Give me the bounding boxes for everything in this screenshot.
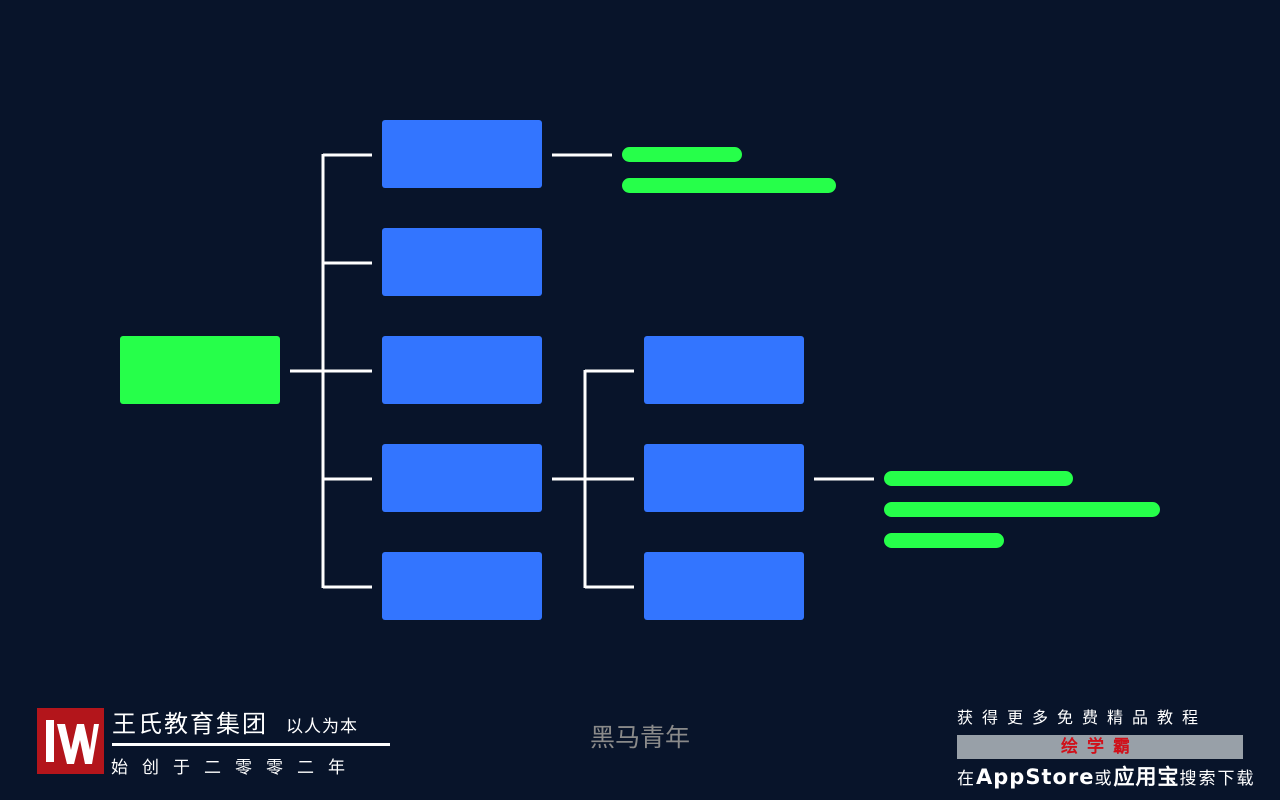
leaf-bar <box>622 147 742 162</box>
child-node-1 <box>644 336 804 404</box>
branch-node-1 <box>382 120 542 188</box>
wang-shi-logo-icon <box>37 708 104 774</box>
brand-heading: 王氏教育集团以人为本 <box>112 704 358 739</box>
leaf-bar <box>884 533 1004 548</box>
promo-or: 或 <box>1094 769 1114 789</box>
promo-line-2: 在AppStore或应用宝搜索下载 <box>957 761 1254 791</box>
tree-diagram <box>120 120 1160 620</box>
child-node-3 <box>644 552 804 620</box>
branch-node-2 <box>382 228 542 296</box>
child-node-2 <box>644 444 804 512</box>
branch-node-5 <box>382 552 542 620</box>
leaf-bar <box>884 471 1073 486</box>
leaf-bar <box>622 178 836 193</box>
connector-lines <box>290 153 874 589</box>
promo-suffix: 搜索下载 <box>1179 769 1256 789</box>
promo-block: 获得更多免费精品教程 绘学霸 在AppStore或应用宝搜索下载 <box>957 704 1254 791</box>
branch-node-4 <box>382 444 542 512</box>
promo-highlight: 绘学霸 <box>957 735 1243 759</box>
yingyongbao-label: 应用宝 <box>1113 765 1180 789</box>
brand-divider <box>112 743 390 746</box>
promo-prefix: 在 <box>957 769 976 789</box>
brand-motto: 以人为本 <box>286 717 358 737</box>
appstore-label: AppStore <box>976 765 1095 789</box>
branch-node-3 <box>382 336 542 404</box>
center-caption: 黑马青年 <box>589 723 690 752</box>
promo-line-1: 获得更多免费精品教程 <box>957 708 1208 727</box>
brand-title: 王氏教育集团 <box>112 710 268 738</box>
root-node <box>120 336 280 404</box>
leaf-bar <box>884 502 1160 517</box>
brand-subtitle: 始创于二零零二年 <box>111 758 359 778</box>
